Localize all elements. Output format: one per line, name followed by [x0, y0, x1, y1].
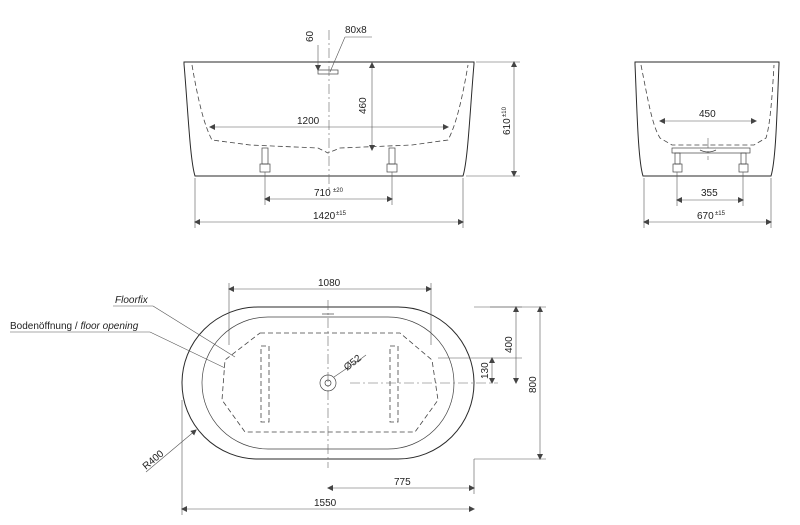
- front-tub-outline: [183, 61, 475, 177]
- dim-r400: R400: [141, 448, 167, 472]
- dim-710-tol: ±20: [333, 188, 344, 194]
- dim-670-tol: ±15: [715, 211, 726, 217]
- dim-diameter-52: Ø52: [342, 353, 364, 374]
- dim-80x8: 80x8: [345, 25, 367, 36]
- dim-450: 450: [699, 109, 716, 120]
- overflow-slot: [317, 69, 339, 75]
- dim-610: 610: [502, 118, 513, 135]
- dim-1550: 1550: [314, 498, 337, 509]
- dim-1080: 1080: [318, 278, 341, 289]
- front-foot-left: [259, 147, 271, 173]
- dim-355: 355: [701, 188, 718, 199]
- side-foot-left: [672, 152, 683, 173]
- plan-view: 1080 Floorfix Bodenöffnung / floor openi…: [10, 278, 546, 515]
- front-inner-profile: [191, 64, 469, 154]
- dim-610-tol: ±10: [502, 106, 508, 117]
- dim-1420-tol: ±15: [336, 211, 347, 217]
- dim-710: 710: [314, 188, 331, 199]
- front-view: 80x8 60 460 1200 610 ±10 710 ±20 1420 ±1…: [183, 25, 520, 228]
- dim-400: 400: [504, 336, 515, 353]
- side-frame: [671, 147, 751, 154]
- floor-opening: [221, 332, 439, 433]
- dim-800: 800: [528, 376, 539, 393]
- side-foot-right: [738, 152, 749, 173]
- front-foot-right: [386, 147, 398, 173]
- dim-670: 670: [697, 211, 714, 222]
- floorfix-slot-left: [260, 345, 270, 423]
- side-view: 450 355 670 ±15: [634, 61, 780, 228]
- dim-1200: 1200: [297, 116, 320, 127]
- floorfix-slot-right: [389, 345, 399, 423]
- side-inner-profile: [640, 64, 775, 146]
- label-floor-opening: Bodenöffnung / floor opening: [10, 321, 139, 332]
- dim-775: 775: [394, 477, 411, 488]
- dim-60: 60: [305, 30, 316, 42]
- dim-460: 460: [358, 97, 369, 114]
- dim-130: 130: [480, 362, 491, 379]
- side-tub-outline: [634, 61, 780, 177]
- label-floorfix: Floorfix: [115, 295, 149, 306]
- dim-1420: 1420: [313, 211, 336, 222]
